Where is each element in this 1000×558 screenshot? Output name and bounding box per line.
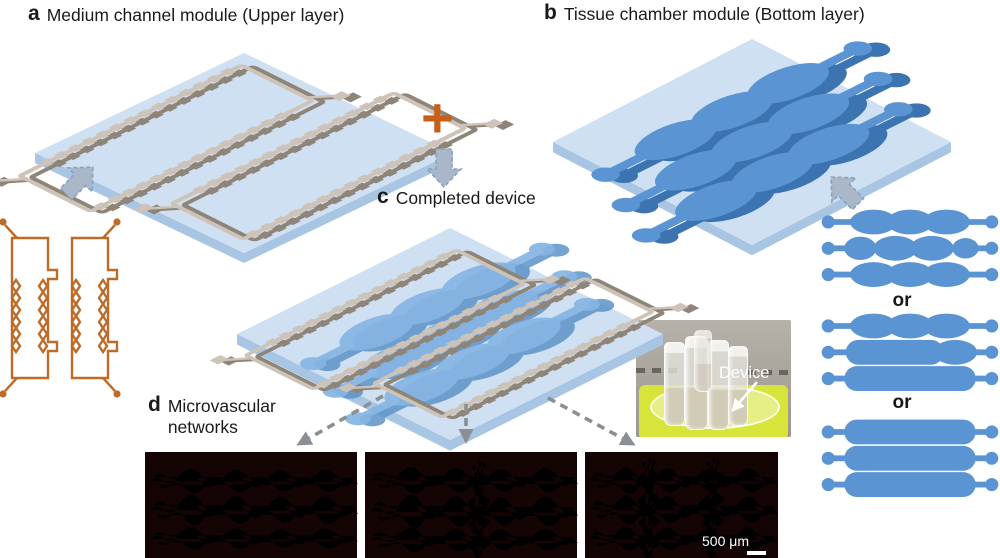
chamber-option-1 bbox=[822, 210, 999, 287]
microvascular-image-3 bbox=[585, 452, 779, 558]
photo-device-arrow bbox=[731, 381, 758, 412]
panel-d-tag: d bbox=[148, 393, 161, 416]
chamber-layout-options bbox=[815, 205, 1000, 505]
chamber-option-2 bbox=[822, 314, 999, 391]
panel-c-title: Completed device bbox=[395, 188, 536, 208]
microvascular-image-2 bbox=[365, 452, 578, 558]
panel-c-tag: c bbox=[377, 185, 389, 208]
plus-icon: + bbox=[421, 86, 454, 149]
photo-device-label: Device bbox=[719, 364, 770, 382]
up-right-arrow-icon bbox=[53, 154, 106, 207]
scale-bar-label: 500 μm bbox=[702, 533, 749, 549]
channel-schematic-left bbox=[0, 218, 57, 397]
panel-d-header: d Microvascular networks bbox=[148, 393, 276, 438]
panel-a-title: Medium channel module (Upper layer) bbox=[46, 5, 345, 25]
microvascular-image-1 bbox=[145, 452, 358, 558]
channel-schematic-right bbox=[72, 218, 121, 397]
panel-b-header: b Tissue chamber module (Bottom layer) bbox=[544, 1, 865, 24]
panel-c-header: c Completed device bbox=[377, 185, 536, 208]
down-arrow-icon bbox=[426, 148, 462, 188]
panel-b-title: Tissue chamber module (Bottom layer) bbox=[563, 4, 865, 24]
panel-d-title: Microvascular networks bbox=[167, 396, 276, 437]
panel-a-tag: a bbox=[28, 2, 40, 25]
photo-tube bbox=[664, 342, 685, 426]
or-label-second: or bbox=[892, 392, 912, 413]
incubator-vent-right bbox=[747, 370, 791, 375]
or-label-first: or bbox=[892, 290, 912, 311]
panel-c-device-illustration bbox=[230, 222, 670, 451]
panel-a-header: a Medium channel module (Upper layer) bbox=[28, 2, 345, 25]
photo-tube bbox=[694, 330, 712, 392]
scale-bar bbox=[747, 551, 766, 555]
chamber-option-3 bbox=[822, 420, 999, 497]
channel-schematics bbox=[0, 210, 130, 415]
device-photo: Device bbox=[636, 320, 791, 437]
panel-b-tag: b bbox=[544, 1, 557, 24]
incubator-vent-left bbox=[636, 368, 682, 373]
